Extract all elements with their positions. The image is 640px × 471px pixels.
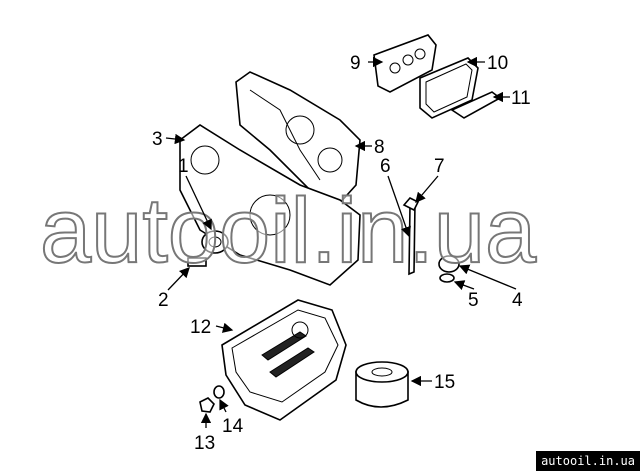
watermark-text: autooil.in.ua	[40, 180, 537, 282]
part-sensor-4	[438, 255, 460, 283]
callout-12: 12	[190, 317, 211, 338]
callout-1: 1	[178, 156, 189, 177]
callout-5: 5	[468, 290, 479, 311]
callout-14: 14	[222, 416, 244, 437]
callout-10: 10	[487, 53, 508, 74]
site-tag: autooil.in.ua	[536, 451, 640, 471]
leader-lines	[165, 56, 517, 428]
callout-8: 8	[374, 137, 385, 158]
part-oil-filter-15	[355, 361, 409, 408]
part-valve-cover-9	[373, 34, 437, 93]
part-bolt-2	[187, 257, 207, 267]
callout-7: 7	[434, 156, 445, 177]
callout-15: 15	[434, 372, 455, 393]
callout-6: 6	[380, 156, 391, 177]
part-drain-plug-13	[199, 397, 215, 413]
part-oil-pan-12	[221, 299, 347, 421]
part-washer-14	[213, 385, 225, 399]
part-timing-cover-8	[235, 71, 361, 207]
callout-13: 13	[194, 433, 215, 454]
callout-2: 2	[158, 290, 169, 311]
part-dipstick-6	[402, 197, 420, 276]
callout-4: 4	[512, 290, 523, 311]
callout-11: 11	[511, 88, 531, 109]
callout-3: 3	[152, 129, 163, 150]
part-pulley-1	[201, 230, 229, 254]
callout-9: 9	[350, 53, 361, 74]
